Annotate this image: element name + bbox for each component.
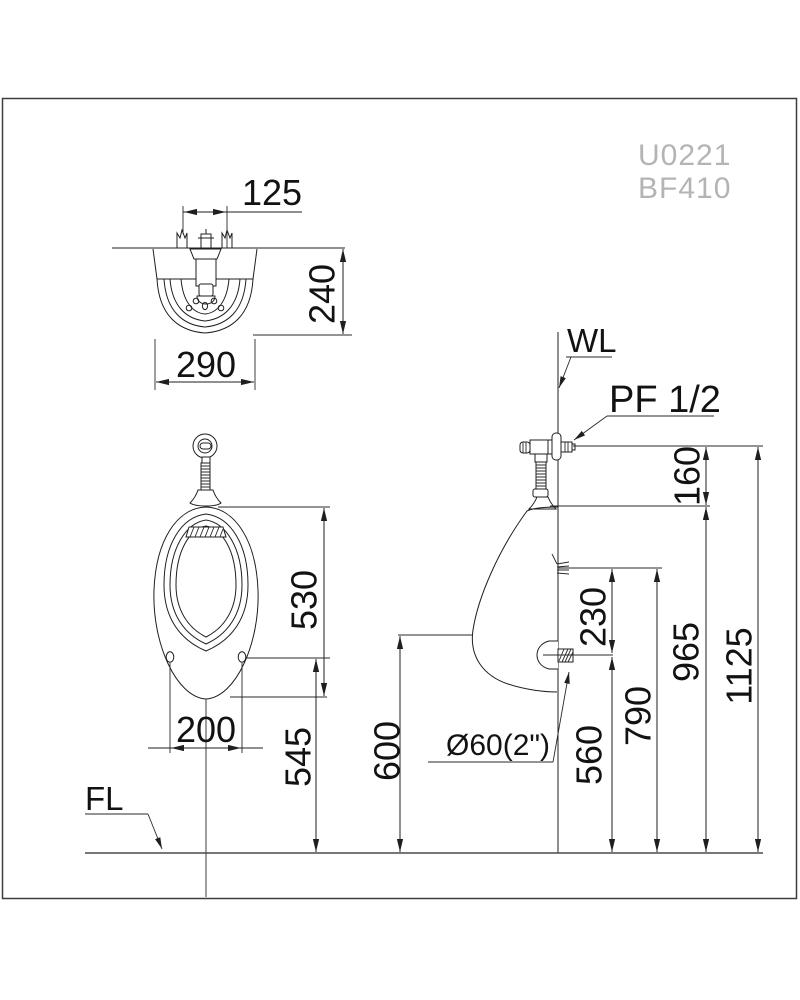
dim-hanger-height: 790 [618,686,659,746]
flush-valve-button [197,438,213,454]
floor-line-label: FL [85,780,124,817]
bowl-left-edge [152,248,158,280]
bowl-arc-outer [156,278,254,334]
drain-hole [201,301,209,311]
drain-hole [217,304,225,312]
side-view: WL PF 1/2 600 [367,322,763,853]
model-code-secondary: BF410 [638,172,731,205]
mounting-hole-left [165,651,175,663]
supply-spigot [560,441,573,453]
pipe-nut [198,283,214,297]
hose-ribs [536,464,546,487]
leader-arrow [147,813,163,850]
urinal-body-side [471,506,559,693]
valve-bolt [200,233,212,249]
dim-supply-above-rim: 160 [667,446,708,506]
dim-outlet-height: 560 [569,725,610,785]
drain-hole [192,297,200,305]
dim-body-height: 530 [284,570,325,630]
drain-hole [210,297,218,305]
dim-bottom-clearance: 600 [367,721,408,781]
dim-width: 290 [176,344,236,385]
mounting-hole-right [237,651,247,663]
hose-connector [534,453,548,463]
spreader-hatch [189,526,224,538]
flex-hose [200,462,211,491]
spigot-hex [564,442,569,452]
dim-hole-centres: 200 [176,709,236,750]
drawing-frame [1,97,798,900]
drain-hole [185,304,193,312]
hose-nut [532,488,549,498]
dim-hanger-to-outlet: 230 [573,587,614,647]
bowl-arc-3 [169,278,241,322]
dim-supply-height: 1125 [719,627,760,704]
leader-arrow [552,671,570,763]
water-line-label: WL [567,322,617,359]
spreader-bell-side [527,496,558,510]
rim-line-inner [175,525,237,638]
bowl-arc-inner [180,278,230,315]
pipe-flange [189,248,222,260]
spreader-bell [189,489,222,507]
bowl-arc-2 [163,278,247,328]
rim-line-mid [169,519,243,645]
dim-rim-height: 965 [666,622,707,682]
front-view: 530 545 200 FL [85,433,330,897]
leader-arrow [573,415,608,441]
leader-arrow [558,356,572,389]
wall-flange [551,432,562,461]
dim-fixing-centres: 125 [242,172,302,213]
waste-outlet-label: Ø60(2") [446,729,550,762]
rim-line-outer [163,513,249,652]
push-button [519,441,531,454]
water-supply-label: PF 1/2 [609,379,721,421]
spigot-tip [571,443,576,451]
flush-pipe [195,258,217,287]
hose-ribs [201,465,210,488]
valve-neck [201,456,211,464]
valve-button-detail [199,442,212,450]
valve-body-side [529,439,553,455]
model-code-primary: U0221 [638,139,731,172]
dim-depth: 240 [302,264,343,324]
dim-hole-height: 545 [278,727,319,787]
hanger-bracket [551,553,570,575]
bowl-right-edge [252,248,258,280]
button-knurl [522,442,527,453]
top-view: 125 240 290 [112,172,352,390]
fixing-bolt-left [176,228,188,248]
